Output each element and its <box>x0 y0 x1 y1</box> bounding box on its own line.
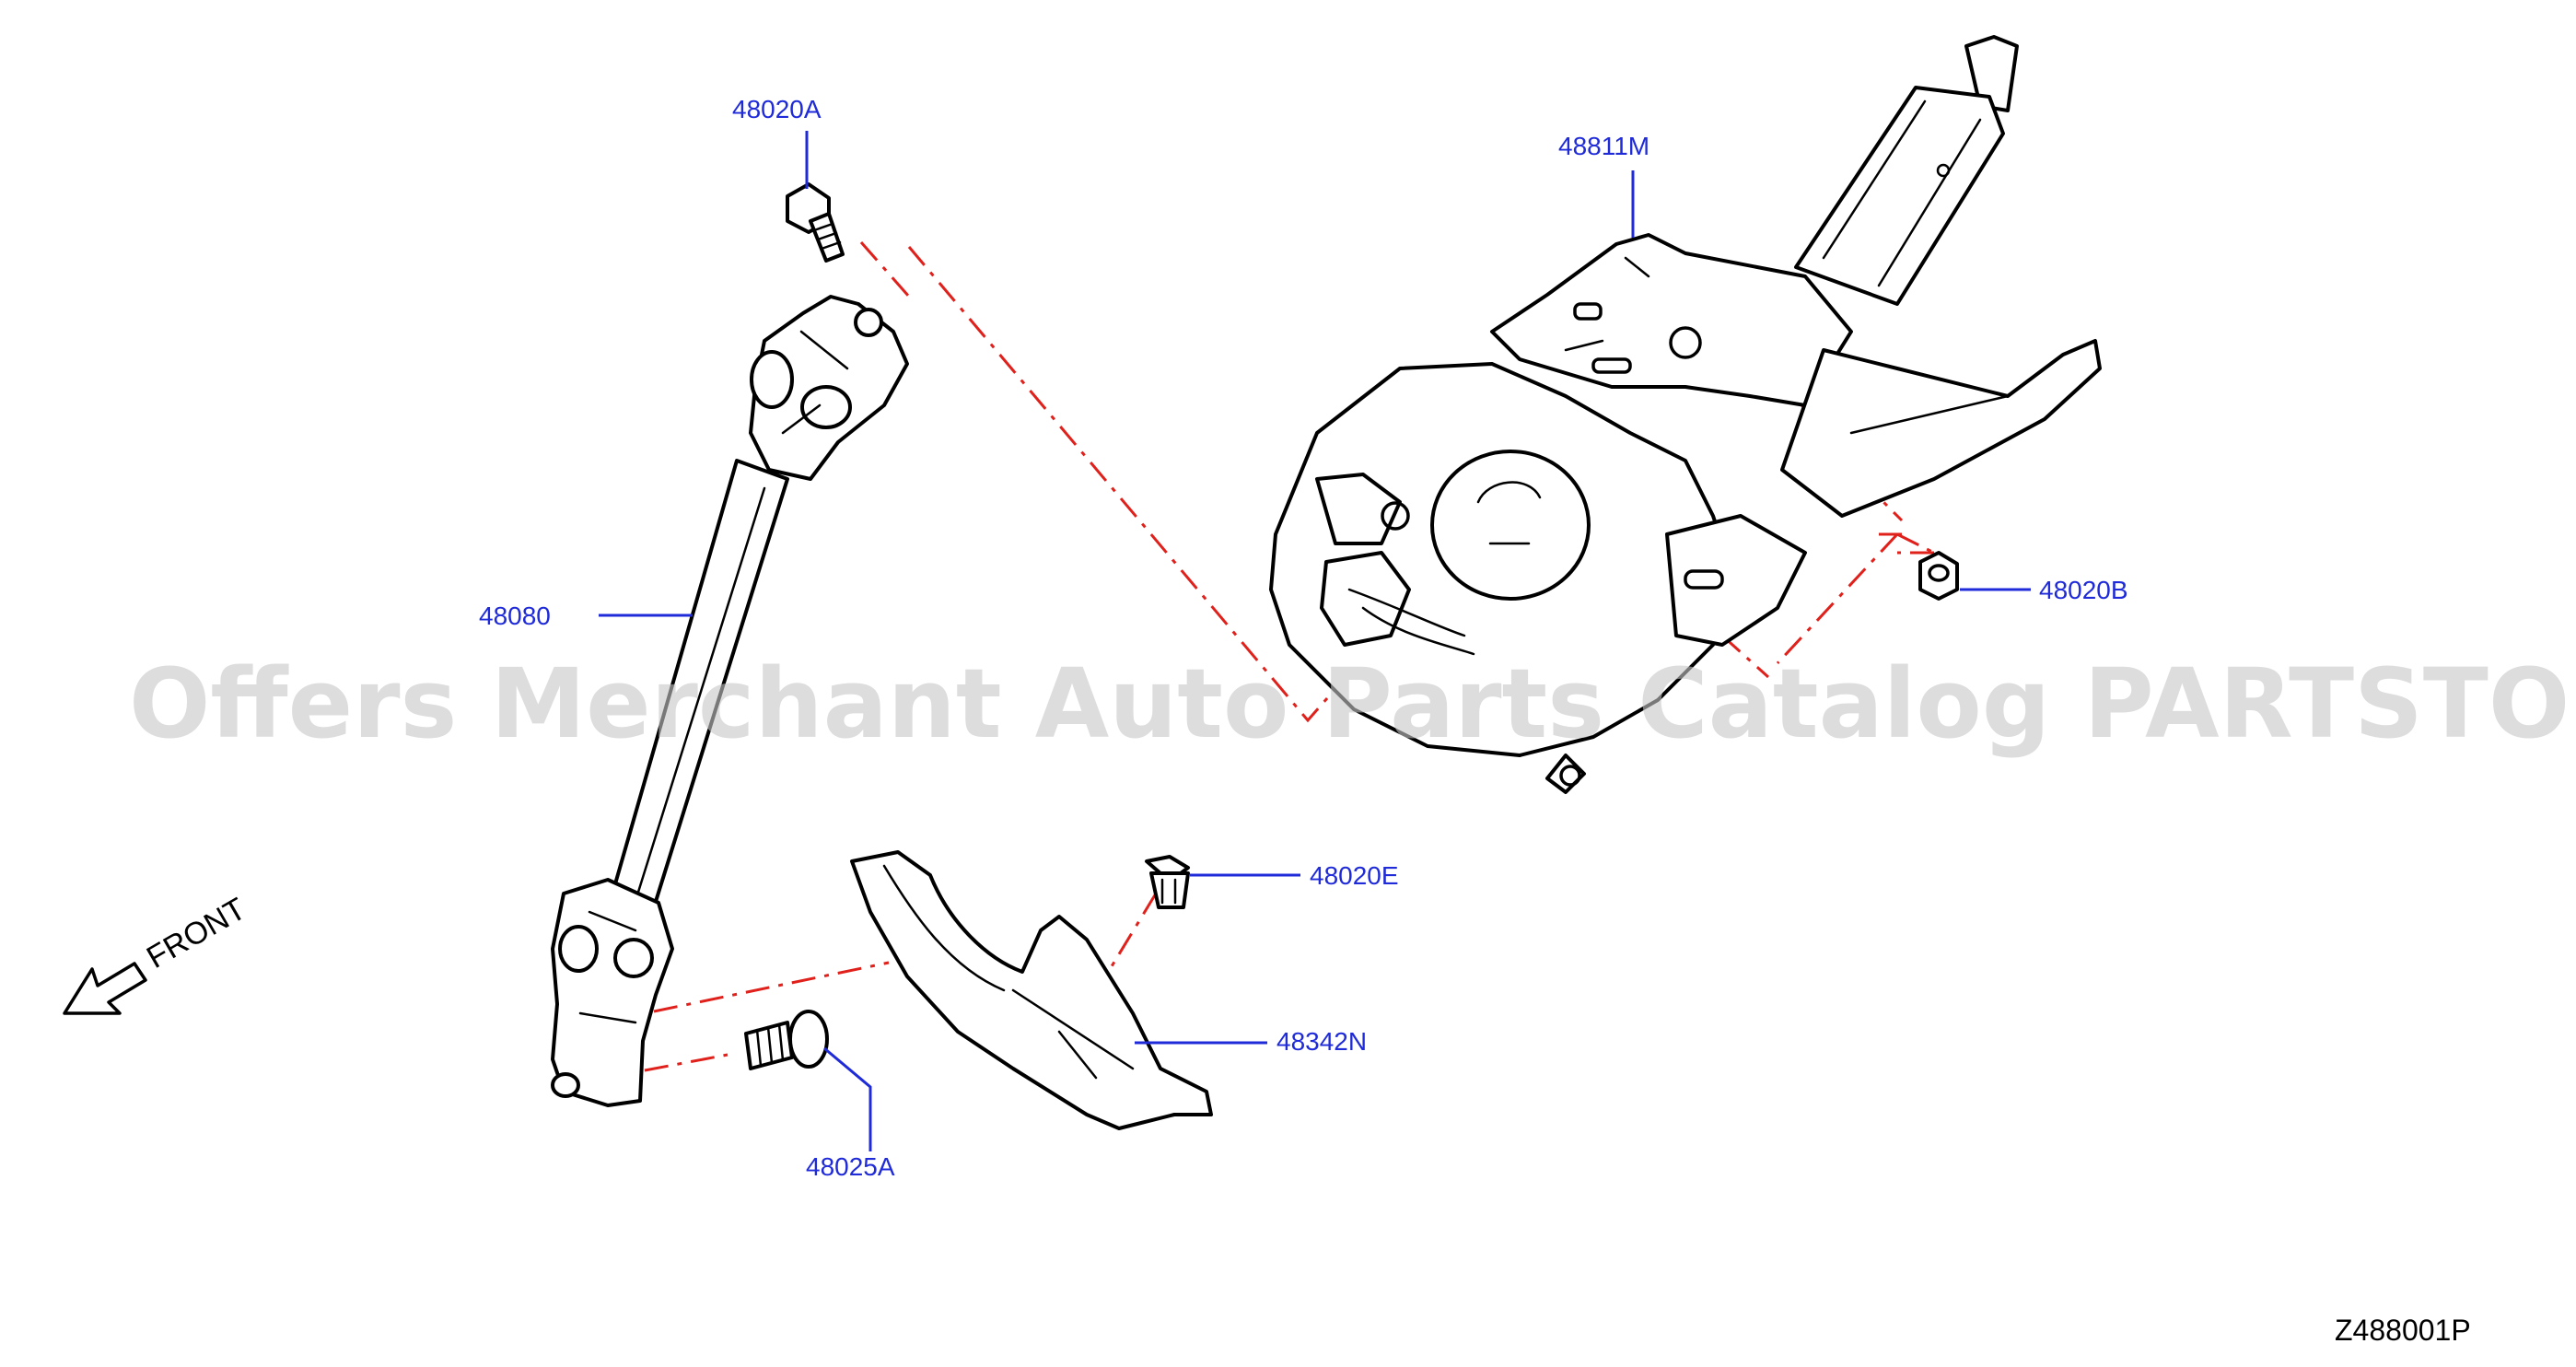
callout-48080[interactable]: 48080 <box>479 602 693 630</box>
callout-label: 48811M <box>1558 132 1649 160</box>
callout-label: 48020A <box>732 95 822 123</box>
front-direction-indicator: FRONT <box>63 891 251 1015</box>
clip-48020e-part <box>1145 855 1190 909</box>
steering-column-part <box>1269 35 2102 794</box>
callout-48811m[interactable]: 48811M <box>1558 132 1649 238</box>
front-arrow-icon <box>63 962 147 1015</box>
callout-48025a[interactable]: 48025A <box>806 1046 895 1181</box>
callout-label: 48020B <box>2039 576 2128 604</box>
callout-label: 48025A <box>806 1152 895 1181</box>
intermediate-shaft-part <box>551 295 909 1107</box>
callout-48342n[interactable]: 48342N <box>1135 1027 1367 1056</box>
callout-label: 48342N <box>1276 1027 1367 1056</box>
front-label: FRONT <box>141 891 251 975</box>
callout-48020b[interactable]: 48020B <box>1960 576 2128 604</box>
callout-48020a[interactable]: 48020A <box>732 95 822 189</box>
bolt-48025a-part <box>744 1010 829 1070</box>
nut-48020b-part <box>1918 551 1959 601</box>
callout-label: 48020E <box>1310 861 1399 890</box>
callout-48020e[interactable]: 48020E <box>1190 861 1399 890</box>
bolt-48020a-part <box>786 182 845 263</box>
watermark-text: Offers Merchant Auto Parts Catalog PARTS… <box>129 648 2576 760</box>
diagram-reference-code: Z488001P <box>2335 1314 2471 1347</box>
callout-label: 48080 <box>479 602 551 630</box>
cover-48342n-part <box>850 850 1213 1130</box>
